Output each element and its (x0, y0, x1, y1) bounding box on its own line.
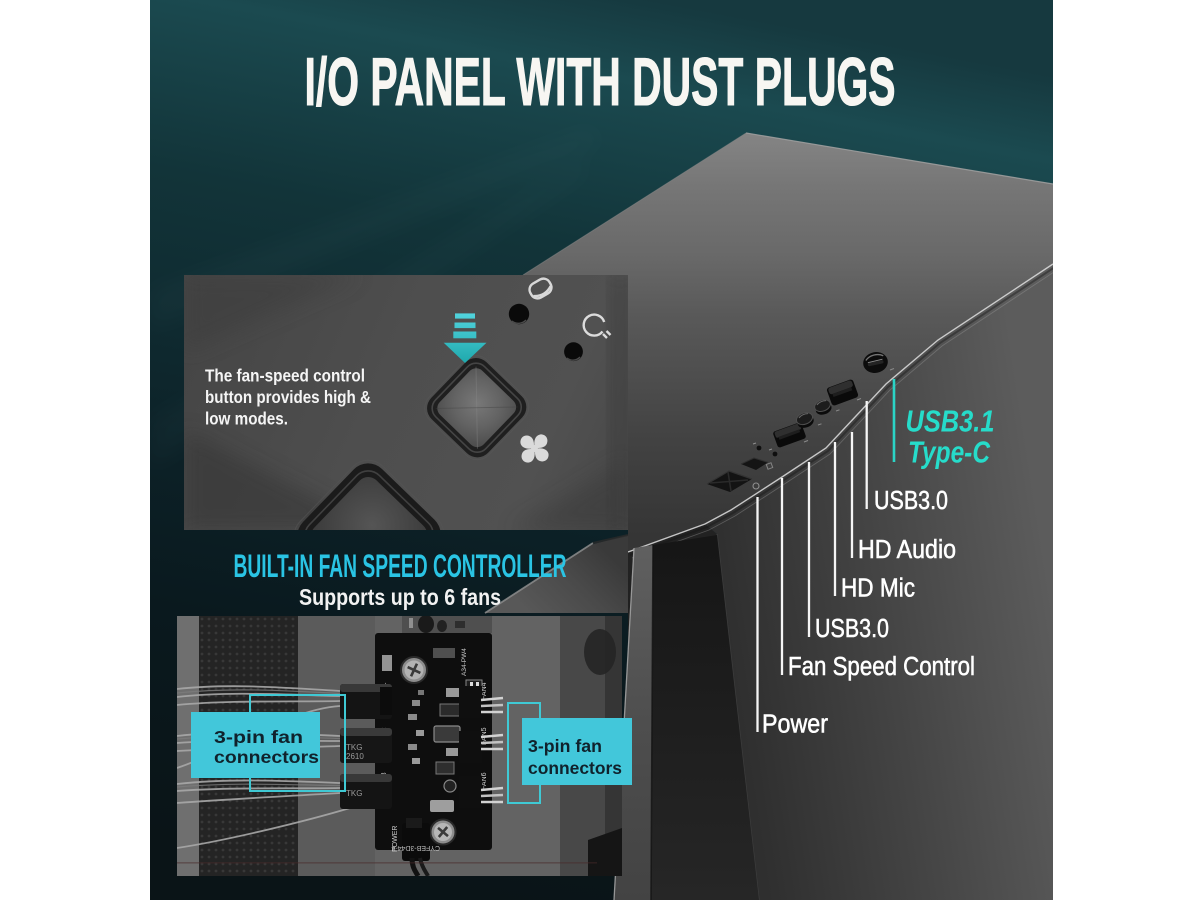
svg-text:USB3.0: USB3.0 (874, 487, 948, 515)
svg-text:BUILT-IN FAN SPEED CONTROLLER: BUILT-IN FAN SPEED CONTROLLER (234, 548, 567, 584)
svg-text:Type-C: Type-C (908, 435, 990, 470)
svg-text:connectors: connectors (528, 758, 622, 778)
svg-text:CYFEB-3D44-4: CYFEB-3D44-4 (391, 844, 440, 851)
svg-text:The fan-speed control: The fan-speed control (205, 366, 365, 386)
svg-text:2610: 2610 (346, 752, 364, 761)
svg-text:Power: Power (762, 711, 828, 739)
svg-text:connectors: connectors (214, 747, 319, 767)
svg-text:A34-PW4: A34-PW4 (461, 648, 468, 676)
svg-text:Supports up to 6 fans: Supports up to 6 fans (299, 584, 501, 610)
svg-text:FAN4: FAN4 (481, 682, 488, 700)
svg-text:3-pin fan: 3-pin fan (214, 727, 303, 747)
svg-text:button provides high &: button provides high & (205, 387, 371, 407)
svg-text:HD Mic: HD Mic (841, 575, 915, 603)
svg-text:3-pin fan: 3-pin fan (528, 736, 602, 756)
svg-text:low modes.: low modes. (205, 409, 288, 429)
svg-text:TKG: TKG (346, 743, 362, 752)
svg-text:FAN6: FAN6 (481, 772, 488, 790)
svg-text:TKG: TKG (346, 789, 362, 798)
svg-text:USB3.0: USB3.0 (815, 615, 889, 643)
svg-text:USB3.1: USB3.1 (906, 404, 995, 439)
svg-text:Fan Speed Control: Fan Speed Control (788, 653, 975, 681)
svg-text:POWER: POWER (392, 826, 399, 852)
svg-text:I/O PANEL WITH DUST PLUGS: I/O PANEL WITH DUST PLUGS (305, 44, 896, 120)
svg-text:HD Audio: HD Audio (858, 536, 956, 564)
